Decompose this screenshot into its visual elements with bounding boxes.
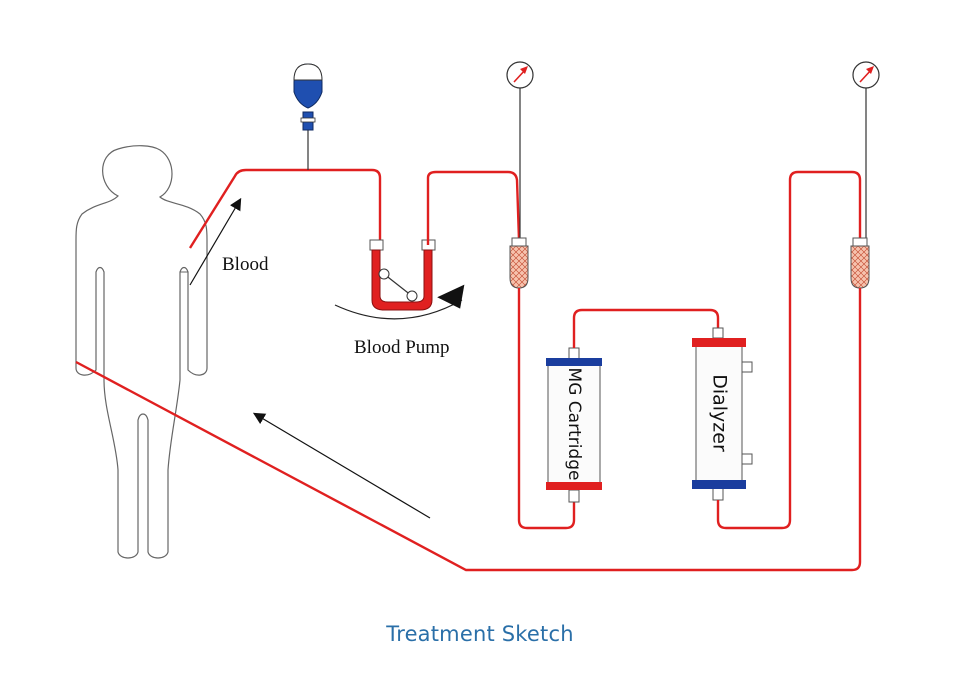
cartridge-bottom-cap: [546, 482, 602, 490]
pump-rotor-arm: [383, 273, 413, 297]
cartridge-body: [547, 363, 601, 485]
gauge-1-needle-tip: [520, 66, 528, 74]
diagram-caption: Treatment Sketch: [386, 622, 574, 646]
drip-chamber-1-cap: [511, 237, 527, 247]
dialyzer-to-chamber-line: [716, 170, 862, 530]
cartridge-top-cap: [546, 358, 602, 366]
return-flow-arrow: [252, 412, 431, 519]
cartridge-label: MG Cartridge: [564, 368, 584, 481]
arterial-line: [188, 168, 382, 249]
iv-bag-cap: [293, 63, 323, 81]
dialyzer-top-cap: [692, 338, 746, 347]
patient-figure: [75, 145, 208, 559]
dialyzer-top-port: [712, 327, 724, 339]
cartridge-bottom-port: [568, 489, 580, 503]
venous-return-line: [75, 288, 862, 572]
blood-pump-label: Blood Pump: [354, 337, 450, 358]
pump-tube: [371, 249, 433, 311]
iv-connector-band: [300, 117, 316, 123]
cartridge-to-dialyzer-line: [572, 308, 720, 348]
blood-label: Blood: [222, 254, 269, 275]
drip-chamber-2: [850, 245, 870, 289]
dialyzer-label: Dialyzer: [709, 374, 731, 452]
dialyzer-bottom-cap: [692, 480, 746, 489]
gauge-2-needle-tip: [866, 66, 874, 74]
pump-connector-left: [369, 239, 384, 251]
dialysate-port-top: [741, 361, 753, 373]
drip-chamber-2-cap: [852, 237, 868, 247]
drip-chamber-1: [509, 245, 529, 289]
dialysate-port-bottom: [741, 453, 753, 465]
pump-arc: [334, 299, 463, 320]
pump-direction-arrow: [437, 284, 465, 309]
blood-flow-arrow: [189, 197, 242, 286]
pump-roller-2: [406, 290, 418, 302]
chamber-to-cartridge-line: [517, 288, 576, 530]
pump-to-chamber-line: [426, 170, 521, 245]
dialyzer-bottom-port: [712, 487, 724, 501]
pump-roller-1: [378, 268, 390, 280]
